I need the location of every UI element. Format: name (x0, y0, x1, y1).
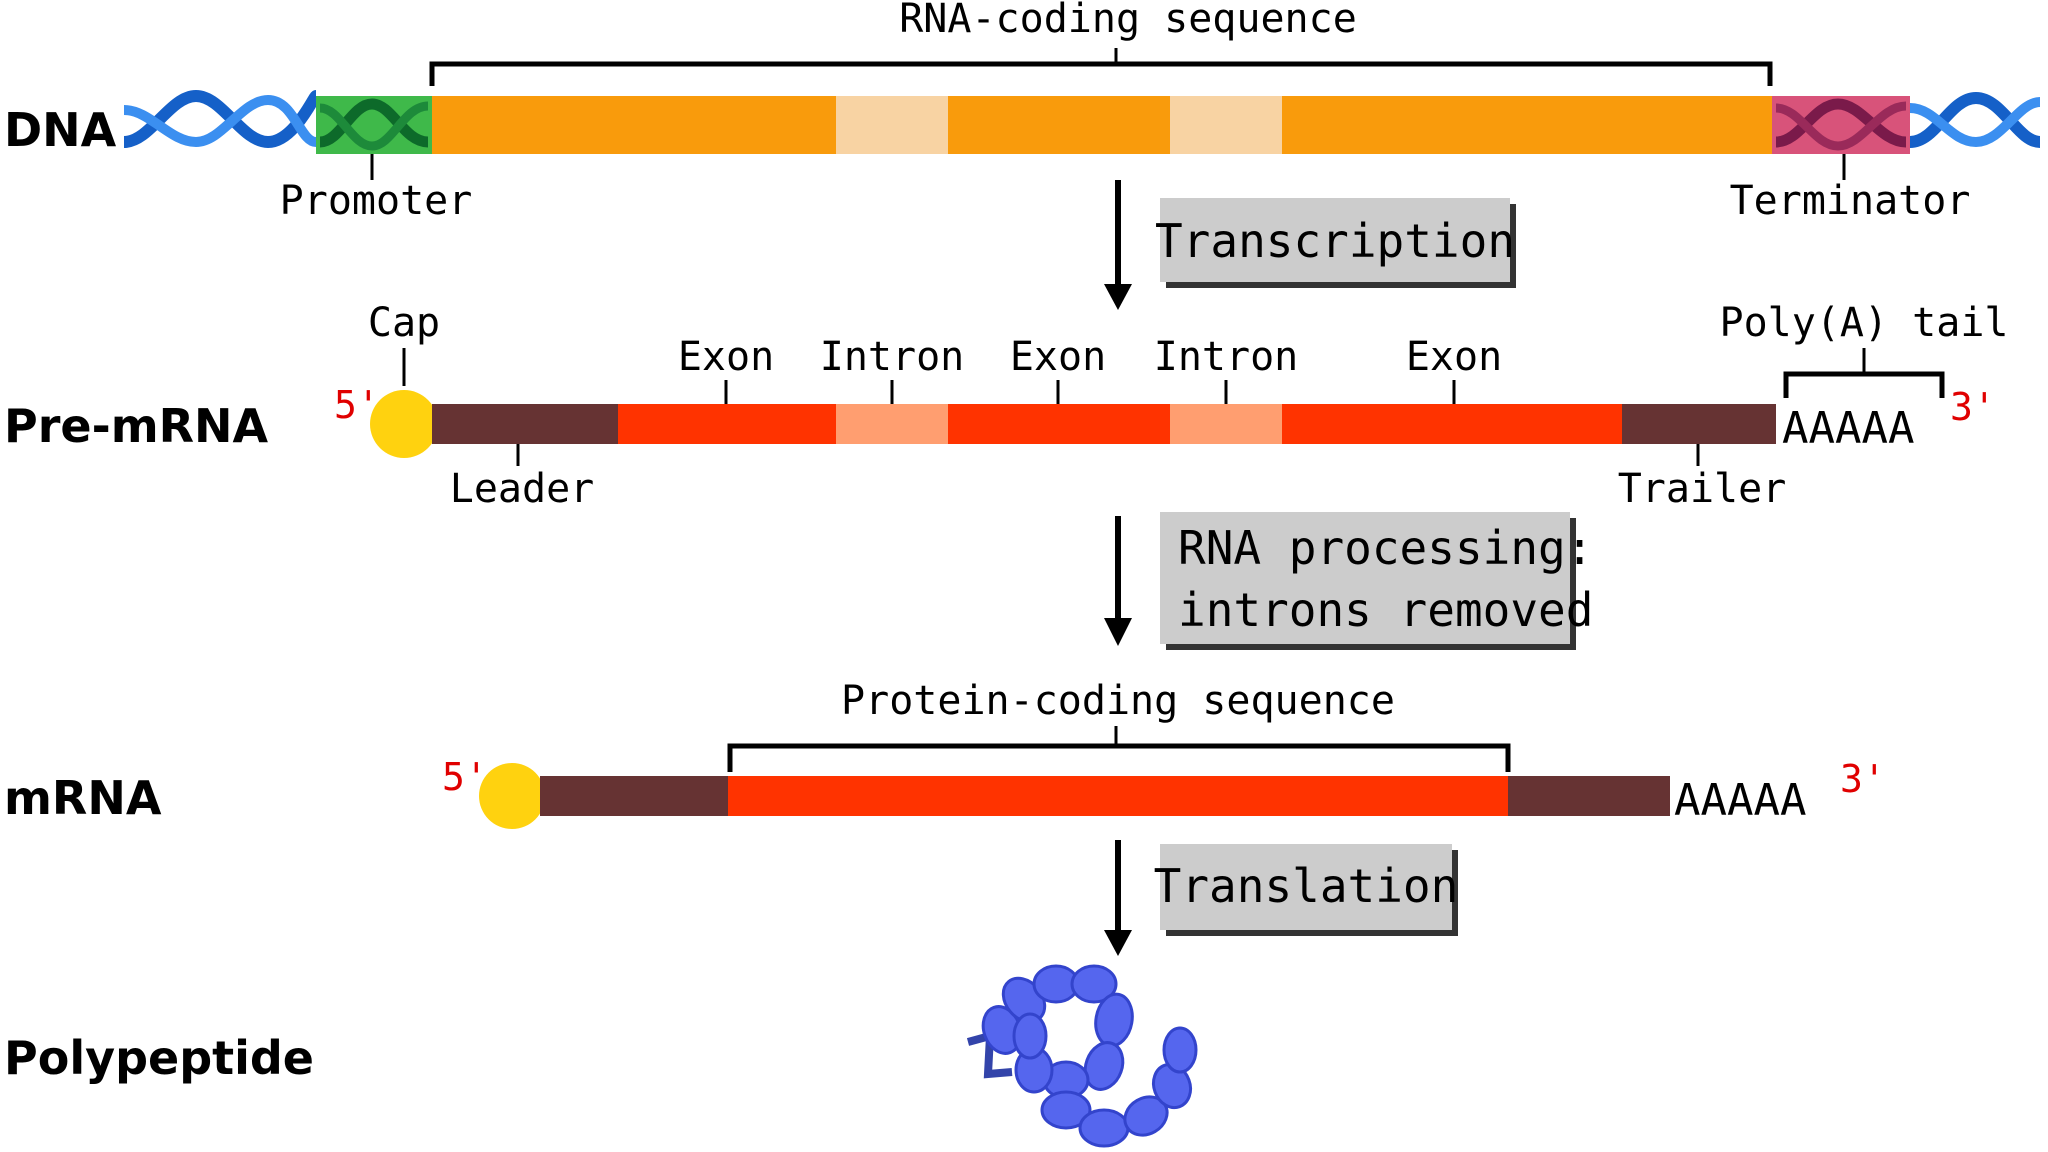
intron-label-1: Intron (820, 334, 965, 380)
exon-label-2: Exon (1010, 334, 1106, 380)
rna-coding-sequence-label: RNA-coding sequence (899, 0, 1357, 42)
promoter-label: Promoter (280, 178, 473, 224)
protein-coding-sequence-bracket (727, 743, 1511, 772)
row-label-pre-mrna: Pre-mRNA (4, 399, 269, 453)
pre-mrna-trailer (1622, 404, 1776, 444)
promoter-helix-icon (318, 98, 429, 151)
row-label-mrna: mRNA (4, 771, 162, 825)
pre-mrna-three-prime-label: 3' (1950, 385, 1996, 429)
dna-intron-2 (1170, 96, 1282, 154)
protein-coding-sequence-label: Protein-coding sequence (841, 678, 1395, 724)
mrna-cap-icon (479, 763, 545, 829)
dna-intron-1 (836, 96, 948, 154)
leader-label: Leader (450, 466, 595, 512)
intron-label-2: Intron (1154, 334, 1299, 380)
exon-label-1: Exon (678, 334, 774, 380)
mrna-coding-region (728, 776, 1508, 816)
pre-mrna-exon-1 (618, 404, 836, 444)
poly-a-tail-bracket (1783, 371, 1945, 398)
rna-processing-label-line1: RNA processing: (1178, 521, 1593, 575)
row-label-dna: DNA (4, 103, 117, 157)
dna-helix-right-icon (1909, 91, 2042, 148)
polypeptide-chain-icon (966, 964, 1198, 1148)
translation-arrow (1104, 840, 1132, 956)
mrna-three-prime-label: 3' (1840, 757, 1886, 801)
rna-processing-step-box (1160, 512, 1570, 644)
poly-a-tail-label: Poly(A) tail (1720, 300, 2009, 346)
mrna-leader (540, 776, 728, 816)
dna-exon-2 (948, 96, 1170, 154)
mrna-poly-a: AAAAA (1674, 775, 1806, 826)
translation-step-box (1160, 844, 1452, 930)
dna-helix-left-icon (123, 89, 322, 149)
pre-mrna-exon-3 (1282, 404, 1622, 444)
transcription-arrow (1104, 180, 1132, 310)
transcription-label: Transcription (1155, 214, 1515, 268)
pre-mrna-intron-1 (836, 404, 948, 444)
transcription-step-box (1160, 198, 1510, 282)
dna-exon-1 (432, 96, 836, 154)
dna-exon-3 (1282, 96, 1772, 154)
rna-coding-sequence-bracket (429, 61, 1773, 86)
translation-label: Translation (1154, 859, 1459, 913)
cap-label: Cap (368, 300, 440, 346)
trailer-label: Trailer (1618, 466, 1787, 512)
pre-mrna-exon-2 (948, 404, 1170, 444)
rna-processing-arrow (1104, 516, 1132, 646)
terminator-label: Terminator (1730, 178, 1971, 224)
terminator-helix-icon (1775, 98, 1907, 151)
mrna-trailer (1508, 776, 1670, 816)
pre-mrna-poly-a: AAAAA (1782, 403, 1914, 454)
pre-mrna-intron-2 (1170, 404, 1282, 444)
pre-mrna-leader (432, 404, 618, 444)
rna-processing-label-line2: introns removed (1178, 583, 1593, 637)
pre-mrna-cap-icon (370, 390, 438, 458)
row-label-polypeptide: Polypeptide (4, 1031, 314, 1085)
exon-label-3: Exon (1406, 334, 1502, 380)
